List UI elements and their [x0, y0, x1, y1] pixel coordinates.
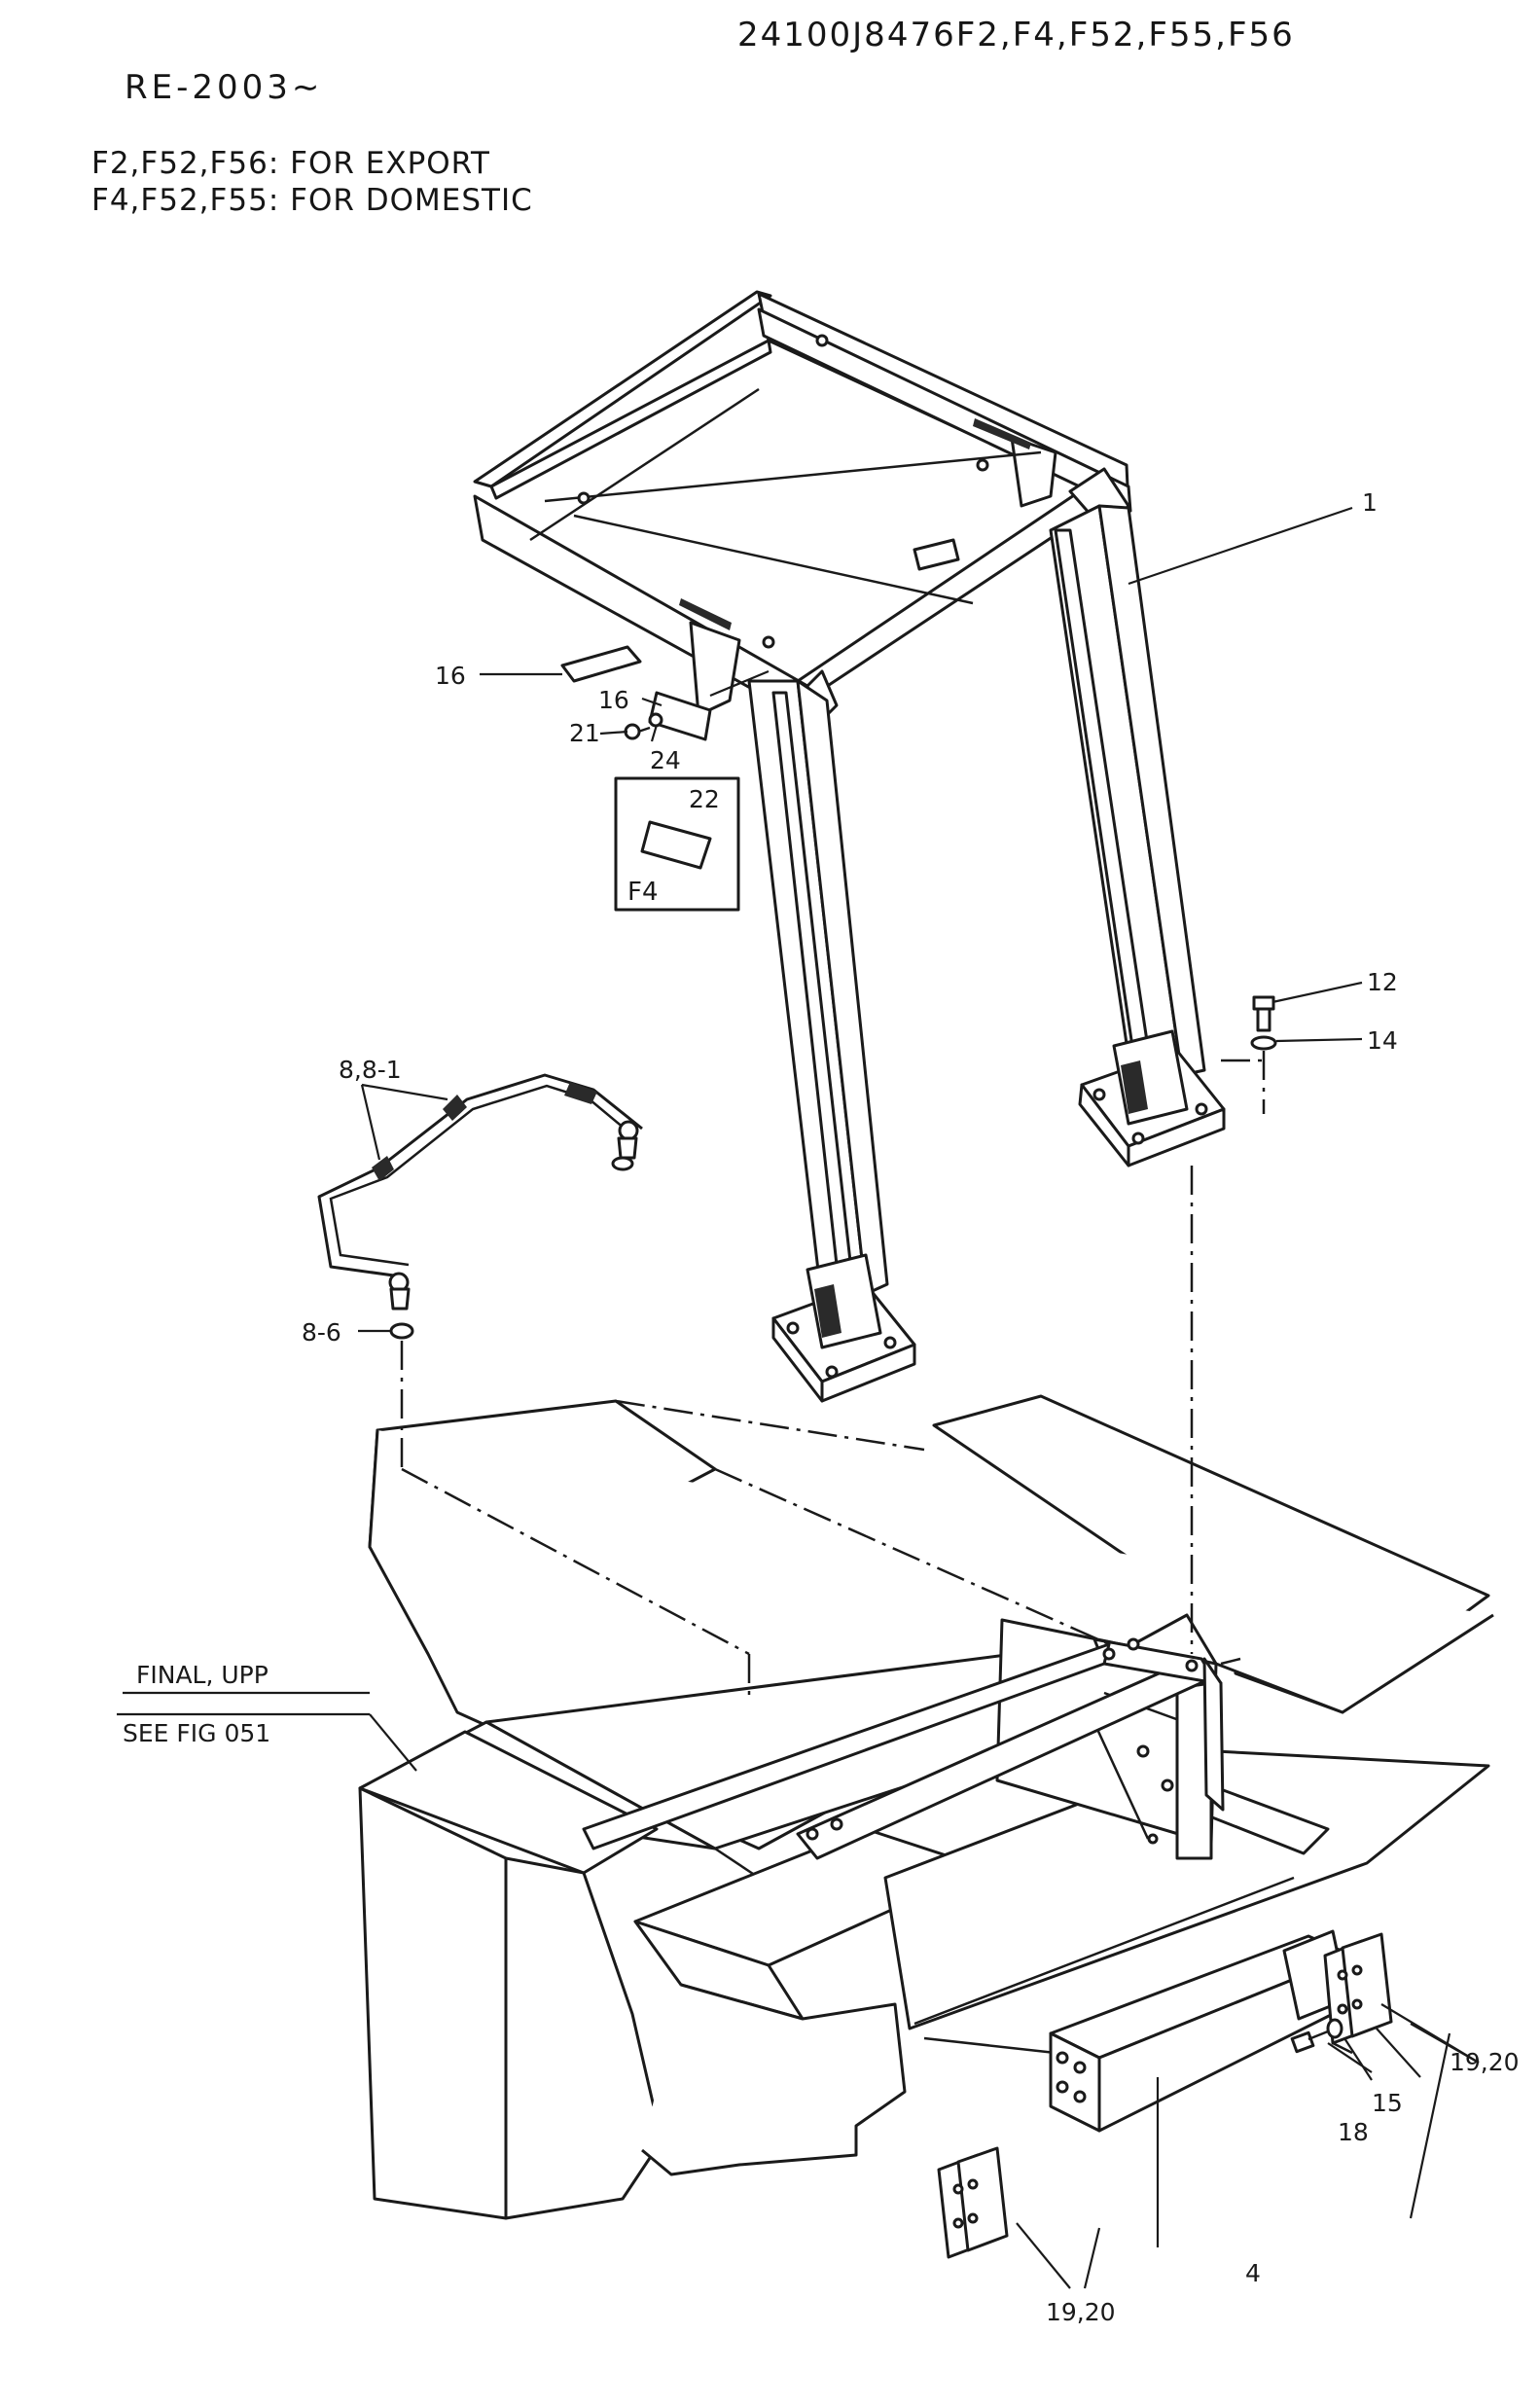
- nut-8-6[interactable]: [389, 1156, 634, 1340]
- callout-14: 14: [1367, 1026, 1398, 1055]
- callout-16-plate: 16: [598, 686, 629, 714]
- shim-plates-right[interactable]: [1323, 1932, 1393, 2045]
- callout-24: 24: [650, 746, 681, 774]
- inset-label: F4: [627, 878, 659, 907]
- callout-16-decal: 16: [435, 662, 466, 690]
- callout-18: 18: [1338, 2118, 1369, 2146]
- callout-12: 12: [1367, 968, 1398, 996]
- callout-21: 21: [569, 719, 600, 747]
- washer-14[interactable]: [1250, 1035, 1277, 1051]
- bolt-18[interactable]: [1290, 2030, 1329, 2054]
- screw-21[interactable]: [624, 723, 651, 740]
- note-domestic: F4,F52,F55: FOR DOMESTIC: [91, 183, 533, 218]
- callout-1: 1: [1362, 488, 1378, 517]
- note-export: F2,F52,F56: FOR EXPORT: [91, 146, 490, 181]
- canopy-frame[interactable]: [473, 290, 1226, 1403]
- callout-19-right: 19,20: [1450, 2048, 1520, 2076]
- washer-24[interactable]: [648, 712, 663, 728]
- callout-15: 15: [1372, 2089, 1403, 2117]
- inset-f4: F4: [614, 776, 740, 912]
- reference-line2: SEE FIG 051: [123, 1719, 270, 1747]
- cable-harness[interactable]: [317, 1073, 643, 1311]
- alignment-lines: [400, 1051, 1353, 2055]
- reference-note: FINAL, UPP SEE FIG 051: [123, 1661, 270, 1747]
- reference-line1: FINAL, UPP: [136, 1661, 269, 1689]
- serial-range: RE-2003∼: [125, 68, 324, 107]
- callout-labels: 1 16 16 21 24 22 12 14 8,8-1 8-6 4 15 18…: [302, 488, 1520, 2326]
- leader-lines: [117, 506, 1480, 2289]
- plate-16[interactable]: [648, 691, 712, 741]
- chassis-floor: [358, 1394, 1494, 2220]
- shim-plates-bottom[interactable]: [937, 2146, 1009, 2259]
- decal-16[interactable]: [560, 645, 642, 683]
- callout-8-6: 8-6: [302, 1318, 341, 1347]
- callout-8: 8,8-1: [339, 1056, 402, 1084]
- bolt-12[interactable]: [1252, 995, 1275, 1032]
- callout-4: 4: [1245, 2259, 1261, 2287]
- callout-22: 22: [689, 785, 720, 813]
- callout-19-bottom: 19,20: [1046, 2298, 1116, 2326]
- plate-22: [640, 820, 712, 870]
- part-number-header: 24100J8476F2,F4,F52,F55,F56: [737, 16, 1295, 54]
- washer-15[interactable]: [1326, 2018, 1343, 2039]
